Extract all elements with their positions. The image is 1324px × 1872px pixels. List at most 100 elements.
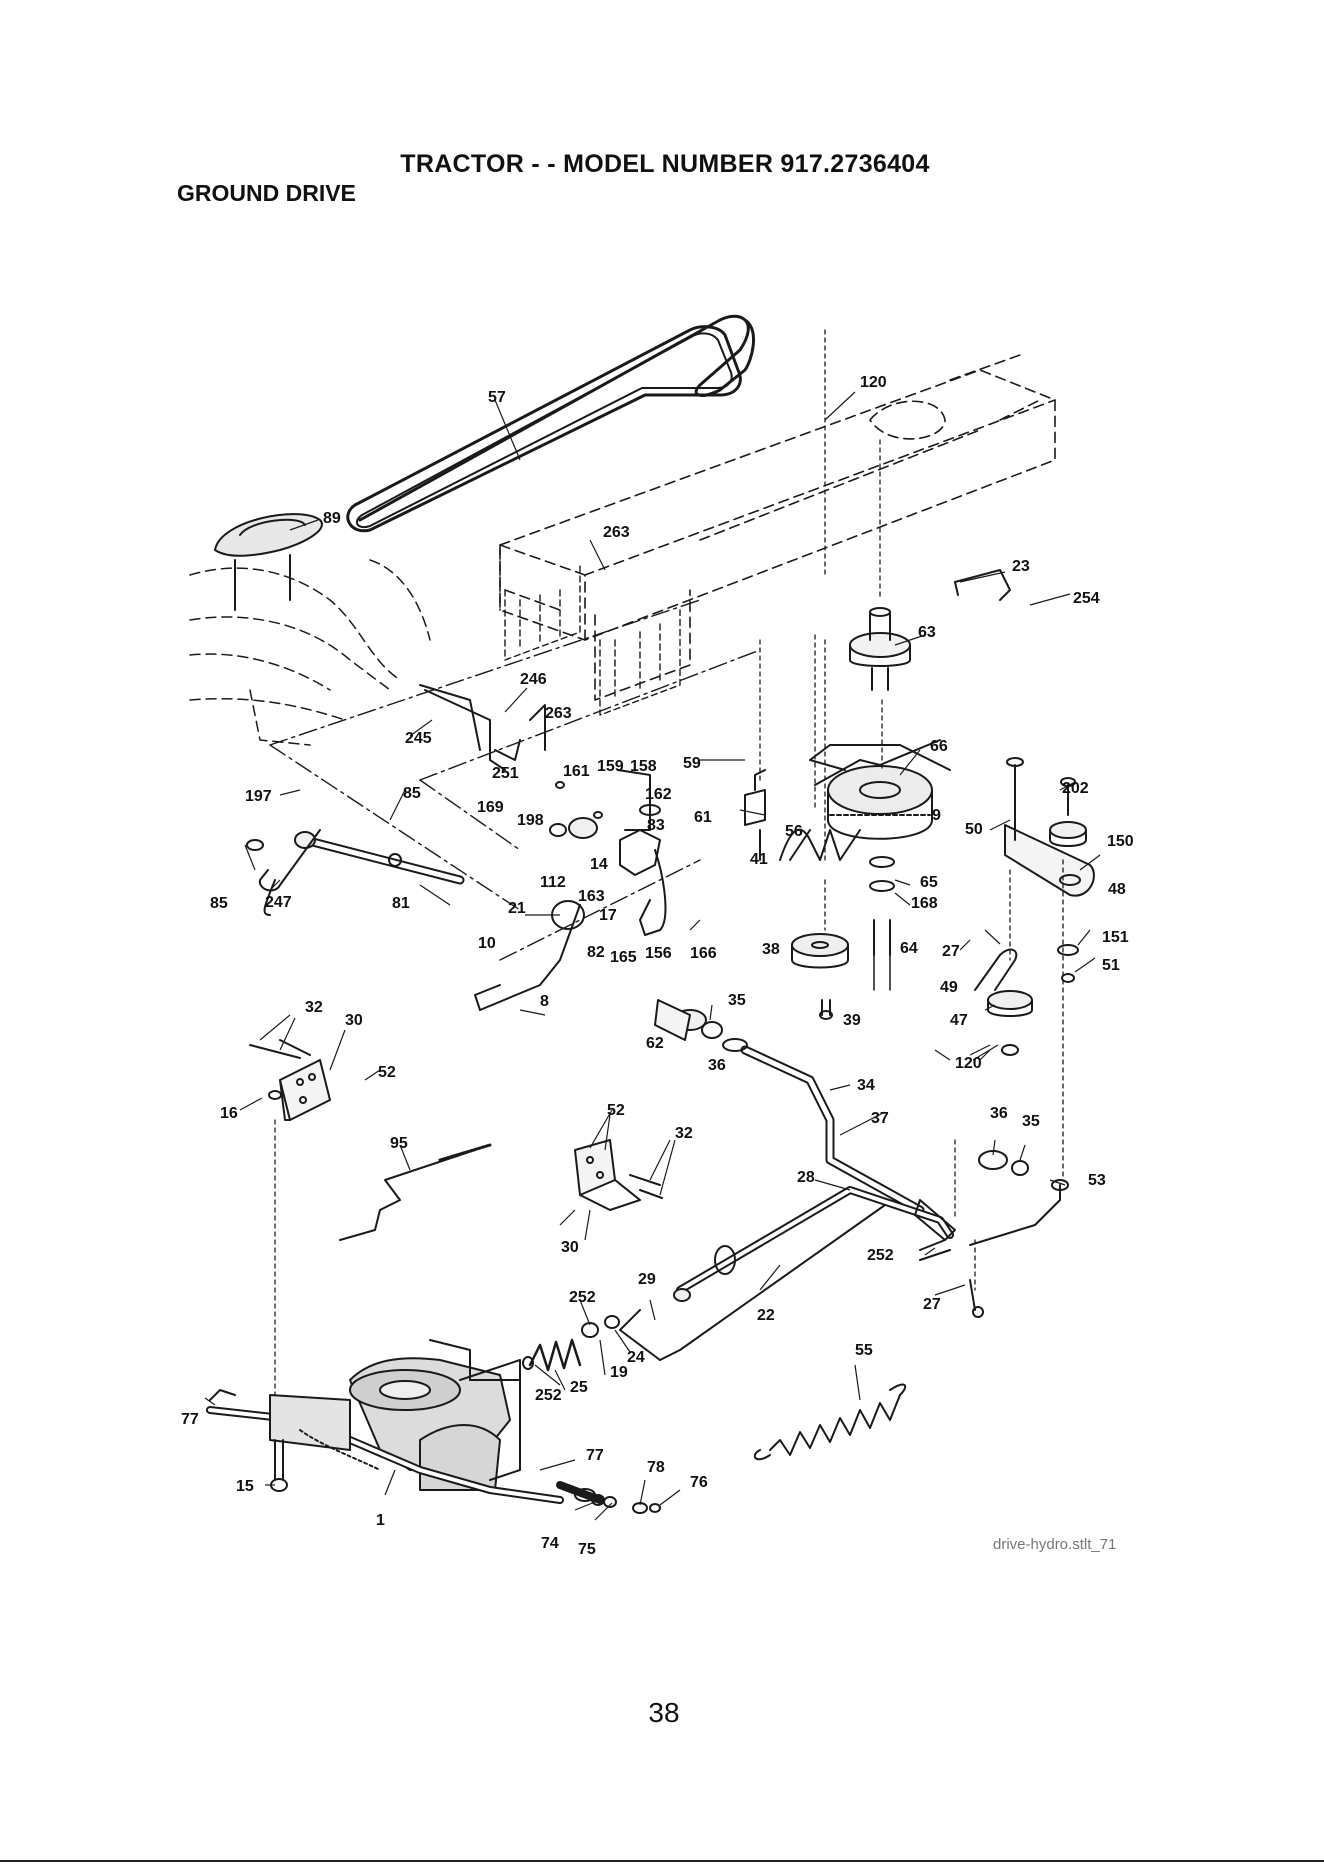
spring-41 [779,828,861,861]
callout-label: 156 [645,945,672,962]
callout-label: 27 [942,943,960,960]
electric-clutch-9 [809,744,951,840]
callout-label: 65 [920,874,938,891]
callout-label: 25 [570,1379,588,1396]
bolt-15 [270,1439,288,1492]
callout-label: 89 [323,510,341,527]
callout-label: 8 [540,993,549,1010]
bottom-rule [0,1860,1324,1862]
callout-label: 35 [728,992,746,1009]
callout-label: 159 [597,758,624,775]
callout-label: 254 [1073,590,1100,607]
idler-pulley-38 [791,933,849,969]
spacer-35-36-right [978,1150,1029,1176]
callout-label: 32 [305,999,323,1016]
callout-label: 29 [638,1271,656,1288]
frame-side-plate [504,564,681,716]
drive-belt [346,314,755,533]
rod-53 [969,1179,1069,1246]
callout-label: 16 [220,1105,238,1122]
callout-label: 202 [1062,780,1089,797]
callout-label: 34 [857,1077,875,1094]
callout-label: 52 [607,1102,625,1119]
callout-label: 252 [535,1387,562,1404]
rod-29 [619,1309,661,1361]
arm-28 [673,1186,956,1302]
callout-label: 263 [603,524,630,541]
callout-label: 61 [694,809,712,826]
pulley-150 [1049,777,1087,847]
reference-lines [274,329,1064,1411]
callout-label: 165 [610,949,637,966]
callout-label: 21 [508,900,526,917]
callout-label: 30 [345,1012,363,1029]
callout-label: 14 [590,856,608,873]
callout-label: 19 [610,1364,628,1381]
callout-label: 85 [403,785,421,802]
idler-arm-47-49 [974,948,1033,1056]
callout-label: 158 [630,758,657,775]
callout-label: 252 [867,1247,894,1264]
section-title: GROUND DRIVE [177,180,356,206]
callout-label: 151 [1102,929,1129,946]
callout-label: 166 [690,945,717,962]
callout-label: 251 [492,765,519,782]
callout-label: 81 [392,895,410,912]
spring-55 [753,1383,907,1461]
callout-label: 75 [578,1541,596,1558]
callout-label: 36 [990,1105,1008,1122]
callout-label: 22 [757,1307,775,1324]
callout-label: 77 [181,1411,199,1428]
callout-label: 15 [236,1478,254,1495]
spring-25 [522,1315,620,1372]
alignment-lines [269,599,761,961]
callout-label: 57 [488,389,506,406]
page-title: TRACTOR - - MODEL NUMBER 917.2736404 [400,150,930,178]
callout-label: 9 [932,807,941,824]
callout-label: 24 [627,1349,645,1366]
callout-label: 162 [645,786,672,803]
callout-labels: 57 120 89 263 23 254 63 246 263 245 59 6… [181,374,1134,1558]
callout-label: 85 [210,895,228,912]
callout-label: 39 [843,1012,861,1029]
callout-label: 120 [860,374,887,391]
callout-label: 59 [683,755,701,772]
callout-label: 53 [1088,1172,1106,1189]
callout-label: 56 [785,823,803,840]
pulley-stack-63 [849,607,911,691]
callout-label: 50 [965,821,983,838]
bolt-27-252 [919,1239,984,1318]
rod-23 [954,569,1011,601]
callout-label: 120 [955,1055,982,1072]
callout-label: 63 [918,624,936,641]
transaxle-1 [206,1339,564,1504]
callout-label: 47 [950,1012,968,1029]
callout-label: 1 [376,1512,385,1529]
callout-label: 82 [587,944,605,961]
callout-label: 83 [647,817,665,834]
callout-label: 41 [750,851,768,868]
callout-label: 161 [563,763,590,780]
callout-label: 32 [675,1125,693,1142]
callout-label: 10 [478,935,496,952]
callout-label: 252 [569,1289,596,1306]
callout-label: 52 [378,1064,396,1081]
rod-95 [339,1143,492,1241]
callout-label: 64 [900,940,918,957]
callout-label: 55 [855,1342,873,1359]
belt-guide-66 [814,739,941,786]
callout-label: 36 [708,1057,726,1074]
callout-label: 51 [1102,957,1120,974]
leader-lines [204,391,1101,1521]
callout-label: 27 [923,1296,941,1313]
bracket-59 [744,769,766,861]
callout-label: 17 [599,907,617,924]
page-number: 38 [648,1697,680,1728]
callout-label: 245 [405,730,432,747]
shift-lever-8 [474,900,585,1011]
callout-label: 28 [797,1169,815,1186]
callout-label: 163 [578,888,605,905]
callout-label: 263 [545,705,572,722]
callout-label: 62 [646,1035,664,1052]
callout-label: 49 [940,979,958,996]
